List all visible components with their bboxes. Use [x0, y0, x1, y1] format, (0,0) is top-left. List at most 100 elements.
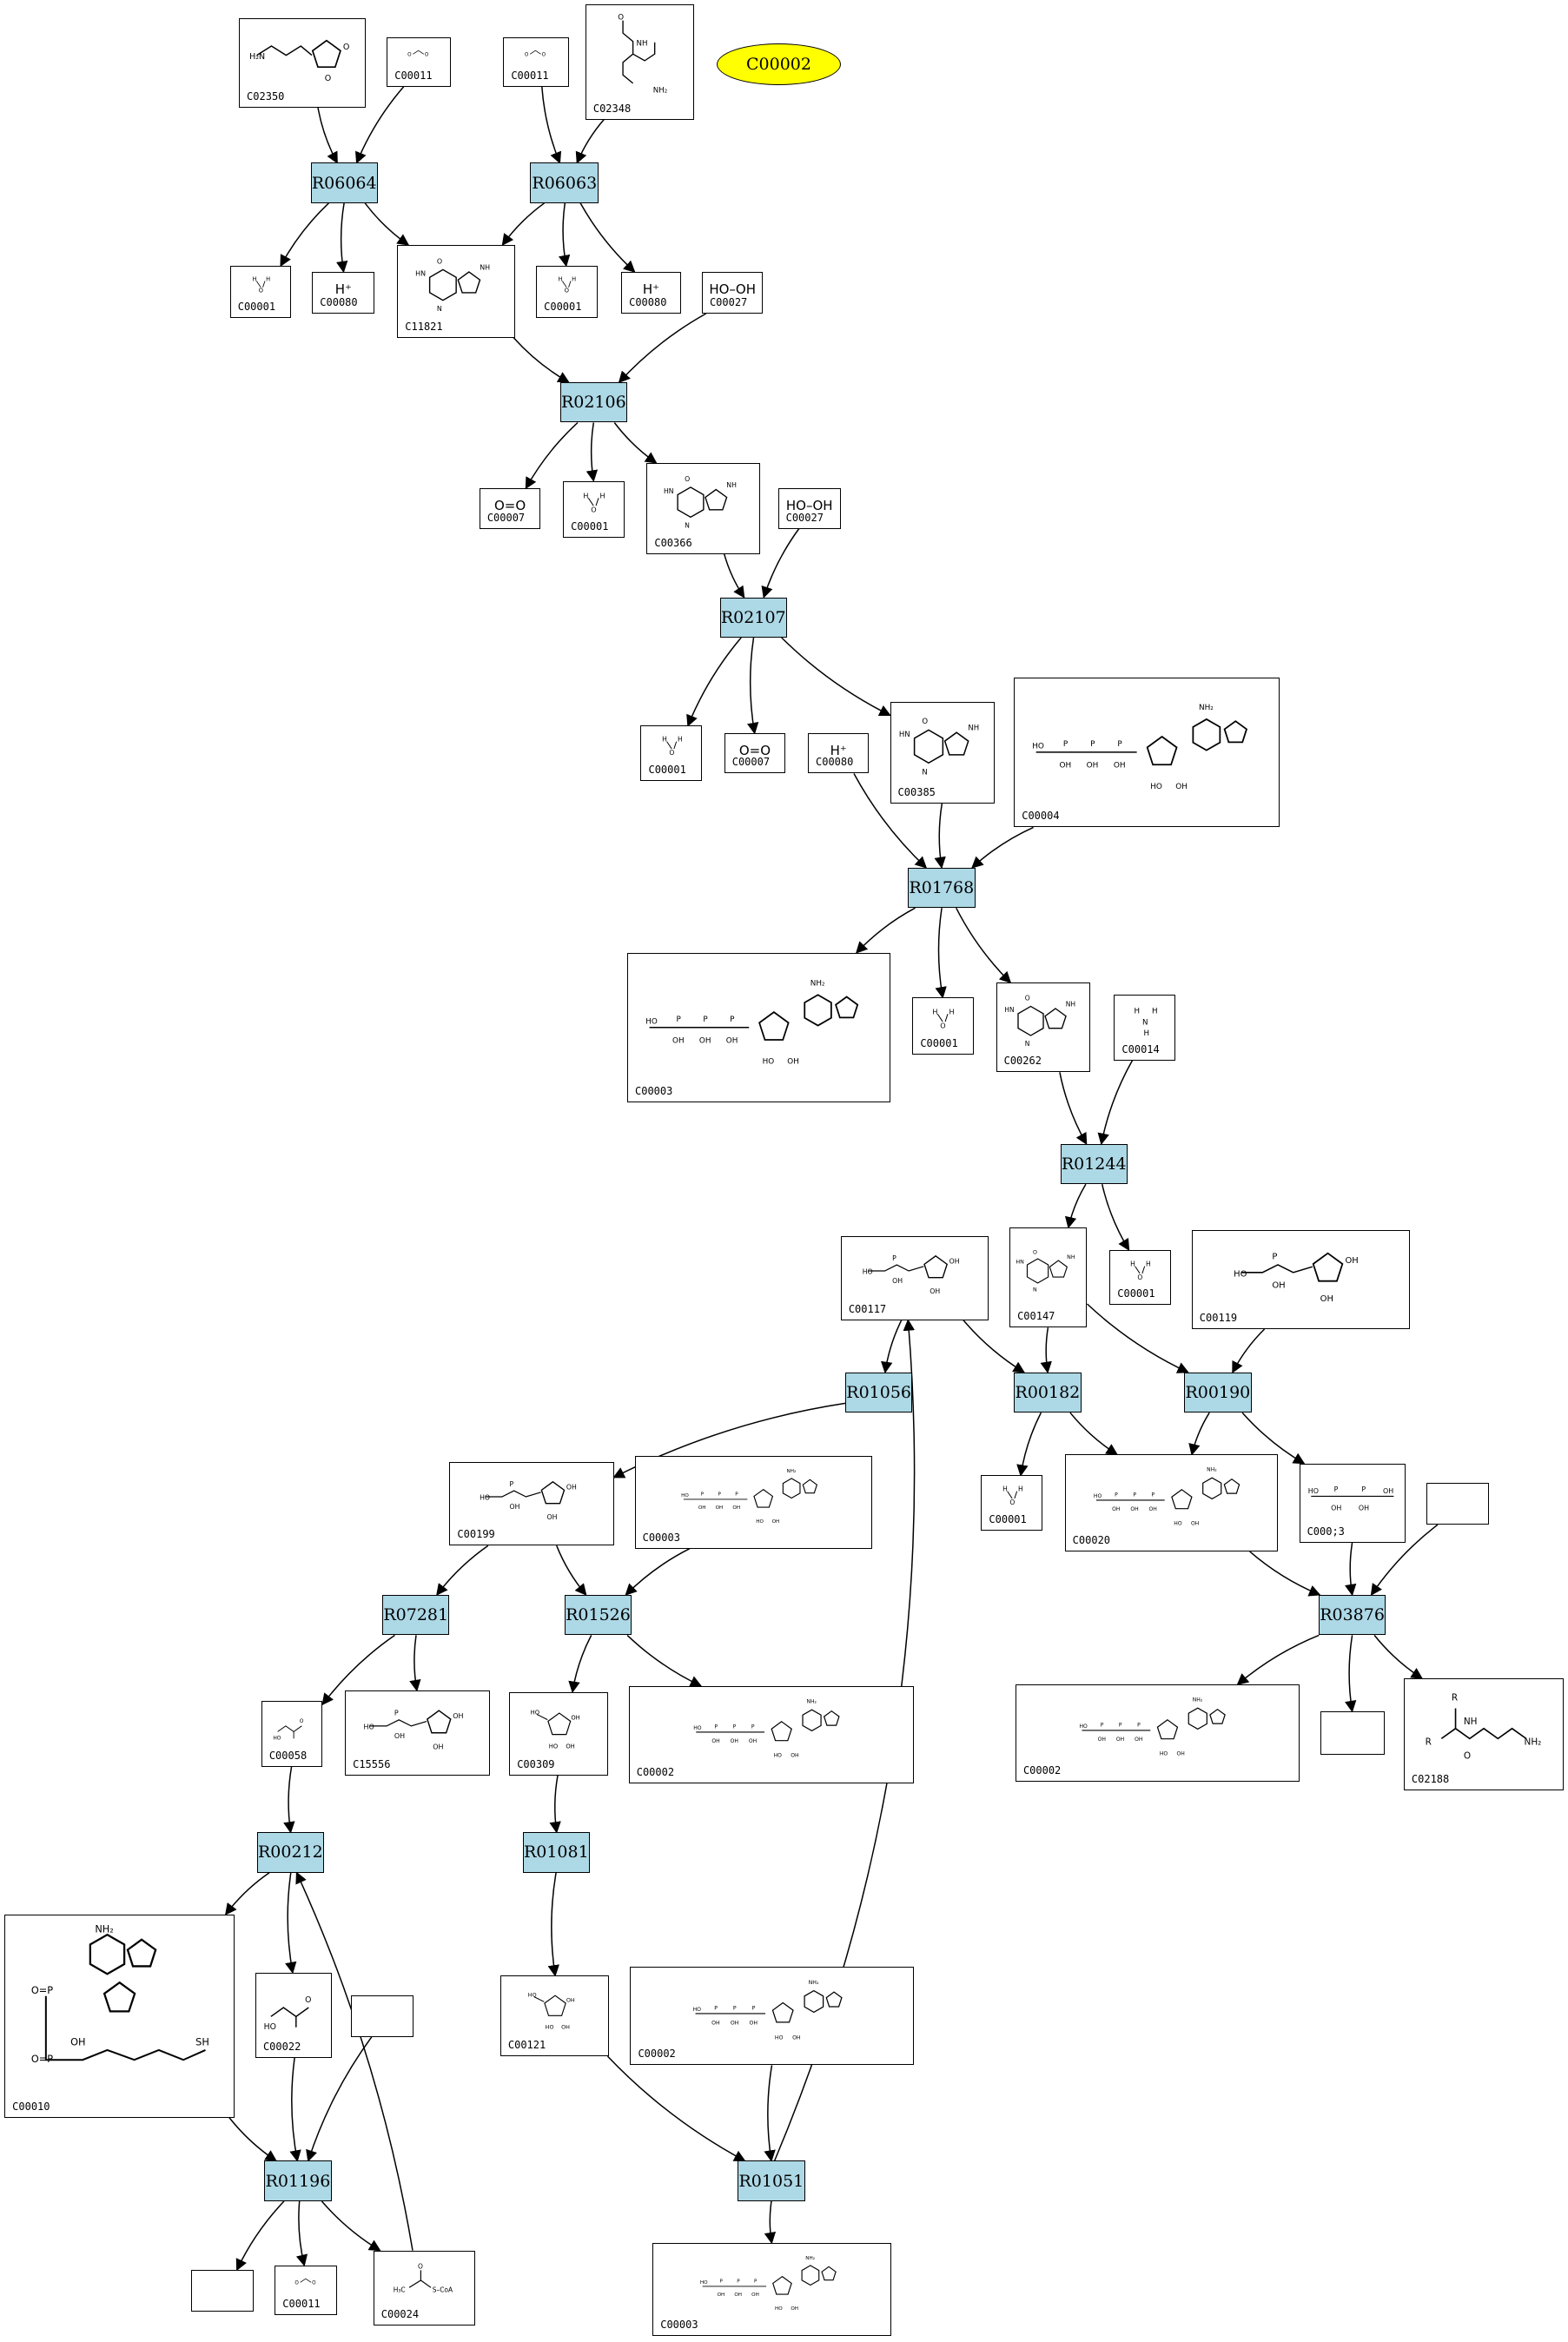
compound-id-label: C00002: [638, 2048, 676, 2061]
svg-text:OH: OH: [1345, 1256, 1358, 1266]
svg-text:N: N: [685, 521, 690, 529]
reaction-node-r01244[interactable]: R01244: [1060, 1143, 1128, 1185]
svg-text:HO: HO: [1160, 1751, 1168, 1757]
edge-arrow: [1241, 1412, 1306, 1465]
edge-arrow: [1249, 1551, 1321, 1597]
svg-text:HO: HO: [774, 1753, 783, 1759]
svg-text:O: O: [565, 288, 569, 294]
reaction-node-r03876[interactable]: R03876: [1318, 1594, 1386, 1636]
svg-text:O: O: [418, 2262, 423, 2270]
svg-text:H: H: [1146, 1260, 1151, 1267]
compound-id-label: C02350: [247, 89, 285, 103]
empty-compound-node: [1320, 1711, 1385, 1755]
edge-arrow: [956, 907, 1012, 984]
svg-text:P: P: [676, 1016, 680, 1024]
svg-text:H₃C: H₃C: [393, 2286, 405, 2293]
svg-text:OH: OH: [394, 1732, 405, 1740]
svg-text:O: O: [300, 1718, 304, 1724]
svg-text:O: O: [1033, 1249, 1037, 1255]
reaction-node-r02106[interactable]: R02106: [559, 382, 627, 423]
svg-text:P: P: [1272, 1253, 1277, 1262]
reaction-node-r01196[interactable]: R01196: [264, 2160, 332, 2201]
svg-text:OH: OH: [1177, 1751, 1185, 1757]
reaction-node-r07281[interactable]: R07281: [382, 1594, 450, 1636]
edge-arrow: [280, 202, 329, 268]
reaction-node-r01081[interactable]: R01081: [522, 1832, 590, 1873]
svg-text:OH: OH: [1098, 1737, 1106, 1743]
compound-id-label: C00147: [1017, 1310, 1055, 1323]
compound-id-label: C00001: [544, 301, 582, 314]
svg-text:P: P: [733, 1723, 737, 1730]
svg-text:HO: HO: [264, 2022, 276, 2032]
edge-arrow: [317, 107, 338, 164]
reaction-node-r00212[interactable]: R00212: [256, 1832, 325, 1873]
edge-arrow: [1345, 1542, 1357, 1597]
svg-text:OH: OH: [566, 1483, 577, 1491]
reaction-node-r06064[interactable]: R06064: [310, 162, 378, 203]
svg-text:P: P: [1118, 741, 1123, 750]
reaction-node-r06063[interactable]: R06063: [530, 162, 599, 203]
compound-id-label: C00002: [636, 1765, 675, 1778]
svg-text:O: O: [922, 718, 928, 726]
svg-text:NH₂: NH₂: [653, 87, 667, 96]
compound-id-label: C00309: [517, 1757, 555, 1770]
compound-id-label: C00001: [920, 1036, 958, 1049]
svg-text:HN: HN: [664, 487, 674, 495]
svg-text:OH: OH: [734, 2292, 742, 2298]
svg-text:OH: OH: [509, 1503, 519, 1511]
reaction-node-r01768[interactable]: R01768: [908, 867, 976, 909]
svg-text:OH: OH: [791, 1753, 799, 1759]
svg-text:OH: OH: [70, 2036, 85, 2048]
svg-text:OH: OH: [1131, 1506, 1139, 1512]
svg-text:R: R: [1452, 1692, 1458, 1703]
svg-text:P: P: [714, 2005, 718, 2011]
reaction-node-r00190[interactable]: R00190: [1184, 1372, 1252, 1413]
edge-arrow: [1101, 1184, 1130, 1251]
reaction-node-r02107[interactable]: R02107: [719, 597, 787, 638]
reaction-node-r01526[interactable]: R01526: [564, 1594, 632, 1636]
svg-text:OH: OH: [787, 1057, 799, 1066]
svg-text:OH: OH: [717, 2292, 724, 2298]
edge-arrow: [686, 637, 742, 727]
compound-id-label: C00121: [507, 2039, 546, 2052]
start-compound-ellipse[interactable]: C00002: [717, 43, 841, 85]
compound-formula: H⁺: [642, 281, 660, 297]
edge-arrow: [283, 1766, 295, 1834]
edge-arrow: [626, 1634, 703, 1687]
svg-text:H: H: [584, 492, 589, 499]
svg-text:OH: OH: [712, 1738, 720, 1744]
reaction-node-r01056[interactable]: R01056: [844, 1372, 913, 1413]
svg-text:NH₂: NH₂: [807, 1698, 817, 1704]
edge-arrow: [579, 202, 636, 273]
reaction-node-r00182[interactable]: R00182: [1014, 1372, 1082, 1413]
svg-text:HN: HN: [899, 731, 910, 739]
svg-text:OH: OH: [1149, 1506, 1157, 1512]
reaction-node-r01051[interactable]: R01051: [738, 2160, 805, 2201]
svg-text:O: O: [1138, 1274, 1143, 1281]
svg-text:H: H: [559, 275, 563, 282]
compound-id-label: C00027: [709, 295, 748, 308]
svg-text:HN: HN: [1016, 1260, 1025, 1266]
svg-text:HO: HO: [1174, 1521, 1183, 1527]
svg-text:H₂N: H₂N: [249, 51, 265, 61]
svg-text:O: O: [343, 43, 349, 52]
svg-text:HO: HO: [531, 1709, 539, 1716]
